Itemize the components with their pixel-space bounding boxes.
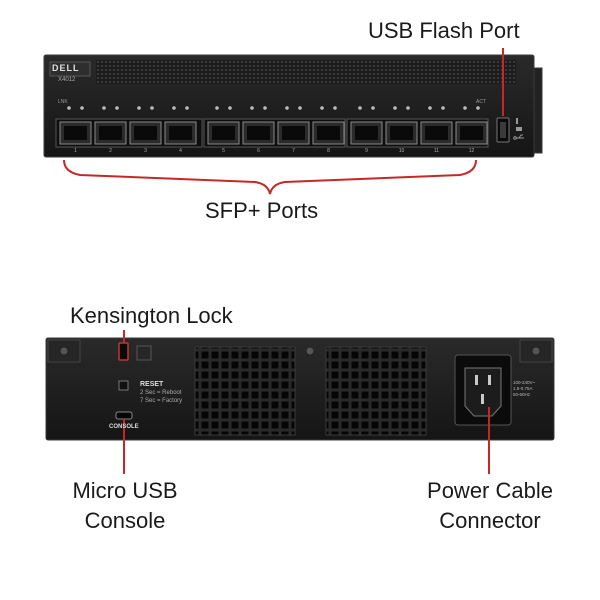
port-number-label: 6 [257, 148, 260, 154]
sfp-port-opening [212, 126, 235, 140]
sfp-leds [67, 106, 480, 110]
port-led [150, 106, 154, 110]
port-number-label: 11 [433, 148, 440, 154]
port-number-label: 2 [109, 148, 112, 154]
power-rating-2: 1.5-0.75A [513, 386, 533, 391]
port-number-label: 9 [365, 148, 368, 154]
port-led [441, 106, 445, 110]
port-number-label: 8 [327, 148, 330, 154]
sfp-brace [63, 159, 477, 195]
port-led [263, 106, 267, 110]
sfp-cages [59, 121, 488, 145]
port-number-label: 10 [398, 148, 405, 154]
port-led [406, 106, 410, 110]
power-rating-3: 50-60Hz [513, 392, 531, 397]
callout-power-cable-connector: Power Cable Connector [408, 476, 572, 536]
usb-indicator-icons [516, 118, 522, 131]
port-led [137, 106, 141, 110]
sfp-port-opening [247, 126, 270, 140]
led-label-right: ACT [476, 99, 486, 105]
reset-button[interactable] [118, 380, 129, 391]
brand-logo: DELL [52, 63, 80, 73]
power-inlet-pins [475, 375, 491, 404]
port-led [250, 106, 254, 110]
callout-micro-usb-line-1: Micro USB [72, 478, 178, 503]
usb-icon [513, 134, 524, 140]
port-number-label: 7 [292, 148, 295, 154]
sfp-port-opening [390, 126, 413, 140]
kensington-lock-slot[interactable] [118, 342, 129, 361]
port-number-label: 1 [74, 148, 77, 154]
power-inlet-socket[interactable] [464, 367, 502, 417]
callout-power-cable-line-1: Power Cable [427, 478, 553, 503]
sfp-port-opening [317, 126, 340, 140]
port-led [228, 106, 232, 110]
port-number-label: 5 [222, 148, 225, 154]
port-led [67, 106, 71, 110]
reset-title: RESET [140, 381, 164, 388]
port-led [298, 106, 302, 110]
callout-sfp-ports: SFP+ Ports [205, 198, 319, 223]
console-label: CONSOLE [109, 424, 139, 430]
port-led [393, 106, 397, 110]
port-led [102, 106, 106, 110]
sfp-port-opening [355, 126, 378, 140]
sfp-port-opening [64, 126, 87, 140]
sfp-port-opening [282, 126, 305, 140]
port-led [285, 106, 289, 110]
port-led [80, 106, 84, 110]
front-vent [96, 60, 516, 84]
reset-line-2: 7 Sec = Factory [140, 398, 183, 404]
model-label: X4012 [58, 77, 76, 83]
reset-line-1: 2 Sec = Reboot [140, 390, 182, 396]
port-led [115, 106, 119, 110]
fan-right [325, 346, 427, 436]
port-led [463, 106, 467, 110]
port-led [371, 106, 375, 110]
port-number-label: 4 [179, 148, 182, 154]
usb-port-inner [500, 122, 506, 138]
led-label-left: LNK [58, 99, 68, 105]
port-led [185, 106, 189, 110]
port-led [428, 106, 432, 110]
dell-logo-plate [49, 61, 91, 77]
rear-screws [59, 346, 541, 356]
sfp-port-opening [99, 126, 122, 140]
power-rating-1: 100-240V~ [513, 380, 536, 385]
sfp-port-opening [460, 126, 483, 140]
callout-kensington-lock: Kensington Lock [70, 303, 233, 328]
callout-micro-usb-console: Micro USB Console [50, 476, 200, 536]
rear-chassis [45, 337, 555, 441]
port-number-label: 12 [468, 148, 475, 154]
callout-micro-usb-line-2: Console [84, 508, 166, 533]
port-number-label: 3 [144, 148, 147, 154]
sfp-port-opening [169, 126, 192, 140]
front-bracket [533, 67, 543, 154]
sfp-port-opening [134, 126, 157, 140]
port-led [320, 106, 324, 110]
callout-power-cable-line-2: Connector [439, 508, 541, 533]
port-led [215, 106, 219, 110]
port-led [333, 106, 337, 110]
sfp-port-opening [425, 126, 448, 140]
callout-usb-flash-port: USB Flash Port [368, 18, 520, 43]
micro-usb-console-port[interactable] [115, 411, 133, 420]
rear-label-plate [136, 345, 152, 361]
port-led [476, 106, 480, 110]
fan-left [194, 346, 296, 436]
port-led [358, 106, 362, 110]
port-led [172, 106, 176, 110]
